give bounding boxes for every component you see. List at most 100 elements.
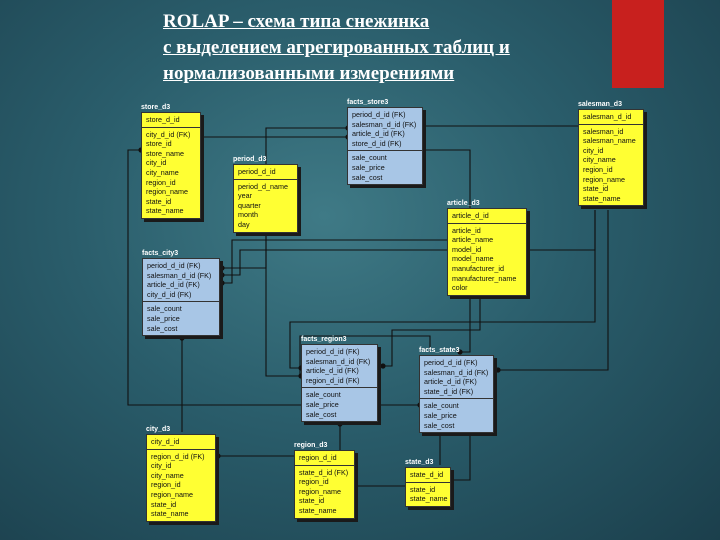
table-name: facts_city3 [142,250,179,257]
table-facts-state3: facts_state3 period_d_id (FK) salesman_d… [419,346,494,434]
table-name: salesman_d3 [578,101,622,108]
field: city_id [146,158,167,168]
table-state-d3: state_d3 state_d_id state_id state_name [405,458,451,507]
entity-box: article_d_id article_id article_name mod… [447,208,527,296]
field: city_name [583,155,616,165]
key-field: period_d_id (FK) [424,358,478,367]
fields-section: city_d_id (FK) store_id store_name city_… [142,126,200,218]
key-field: store_d_id (FK) [352,138,402,148]
slide-title: ROLAP – схема типа снежинка с выделением… [163,11,510,84]
fields-section: sale_count sale_price sale_cost [302,387,377,421]
key-section: period_d_id (FK) salesman_d_id (FK) arti… [302,345,377,387]
field: state_id [146,196,172,206]
field: sale_price [147,313,180,323]
table-name: facts_state3 [419,347,460,354]
entity-box: period_d_id (FK) salesman_d_id (FK) arti… [419,355,494,434]
field: sale_count [306,390,341,400]
key-field: salesman_d_id (FK) [147,270,212,280]
entity-box: period_d_id period_d_name year quarter m… [233,164,298,233]
field: sale_count [352,153,387,163]
entity-box: period_d_id (FK) salesman_d_id (FK) arti… [142,258,220,337]
field: state_name [583,193,621,203]
key-field: period_d_id (FK) [352,110,406,119]
link-state-facts-state-2 [452,434,471,481]
key-field: salesman_d_id (FK) [424,367,489,377]
table-city-d3: city_d3 city_d_id region_d_id (FK) city_… [146,425,216,522]
key-section: period_d_id [234,165,297,179]
table-period-d3: period_d3 period_d_id period_d_name year… [233,155,298,233]
key-field: state_d_id [410,470,444,479]
field: model_id [452,244,482,254]
fields-section: period_d_name year quarter month day [234,178,297,232]
field: sale_price [306,399,339,409]
entity-box: salesman_d_id salesman_id salesman_name … [578,109,644,207]
field: region_name [146,187,188,197]
key-section: state_d_id [406,468,450,482]
table-salesman-d3: salesman_d3 salesman_d_id salesman_id sa… [578,100,644,207]
key-section: city_d_id [147,435,215,449]
key-field: article_d_id (FK) [306,366,359,376]
link-period-facts-store [265,127,348,168]
key-section: period_d_id (FK) salesman_d_id (FK) arti… [143,259,219,301]
field: region_d_id (FK) [151,451,205,461]
entity-box: city_d_id region_d_id (FK) city_id city_… [146,434,216,522]
key-section: article_d_id [448,209,526,223]
field: region_id [299,477,329,487]
link-article-facts-state [460,298,471,353]
field: state_name [151,509,189,519]
field: region_name [583,174,625,184]
field: city_name [151,470,184,480]
table-name: period_d3 [233,156,267,163]
field: day [238,219,250,229]
field: city_name [146,167,179,177]
field: city_id [151,461,172,471]
field: model_name [452,254,494,264]
link-store-side [127,149,420,406]
table-name: store_d3 [141,104,171,111]
field: sale_price [352,162,385,172]
fields-section: article_id article_name model_id model_n… [448,222,526,295]
field: state_name [146,206,184,216]
field: region_name [299,486,341,496]
field: state_id [299,496,325,506]
link-salesman-facts-region [289,210,596,369]
link-salesman-facts-store [397,125,580,128]
field: state_name [410,494,448,504]
field: state_id [583,184,609,194]
link-article-facts-city [222,239,448,284]
key-field: article_d_id [452,211,489,220]
entity-box: period_d_id (FK) salesman_d_id (FK) arti… [347,107,423,186]
key-field: state_d_id (FK) [424,386,474,396]
key-section: period_d_id (FK) salesman_d_id (FK) arti… [348,108,422,150]
link-period-facts-city [222,236,267,269]
field: period_d_name [238,181,288,191]
link-period-facts-region [265,236,301,377]
field: state_name [299,505,337,515]
key-field: city_d_id (FK) [147,289,192,299]
key-field: period_d_id (FK) [147,261,201,270]
fields-section: sale_count sale_price sale_cost [143,301,219,335]
table-name: city_d3 [146,426,171,433]
key-field: period_d_id (FK) [306,347,360,356]
field: store_id [146,139,172,149]
key-field: store_d_id [146,115,180,124]
entity-box: store_d_id city_d_id (FK) store_id store… [141,112,201,219]
field: state_id [410,484,436,494]
field: region_id [151,480,181,490]
field: state_id [151,499,177,509]
table-name: article_d3 [447,200,480,207]
fields-section: region_d_id (FK) city_id city_name regio… [147,448,215,521]
table-name: region_d3 [294,442,328,449]
link-article-facts-region [383,298,481,367]
table-name: facts_region3 [301,336,347,343]
key-field: article_d_id (FK) [424,377,477,387]
table-facts-region3: facts_region3 period_d_id (FK) salesman_… [301,335,378,423]
key-field: article_d_id (FK) [147,280,200,290]
key-section: period_d_id (FK) salesman_d_id (FK) arti… [420,356,493,398]
link-salesman-facts-state [498,210,609,371]
field: color [452,283,468,293]
key-section: region_d_id [295,451,354,465]
field: year [238,191,252,201]
field: store_name [146,148,184,158]
